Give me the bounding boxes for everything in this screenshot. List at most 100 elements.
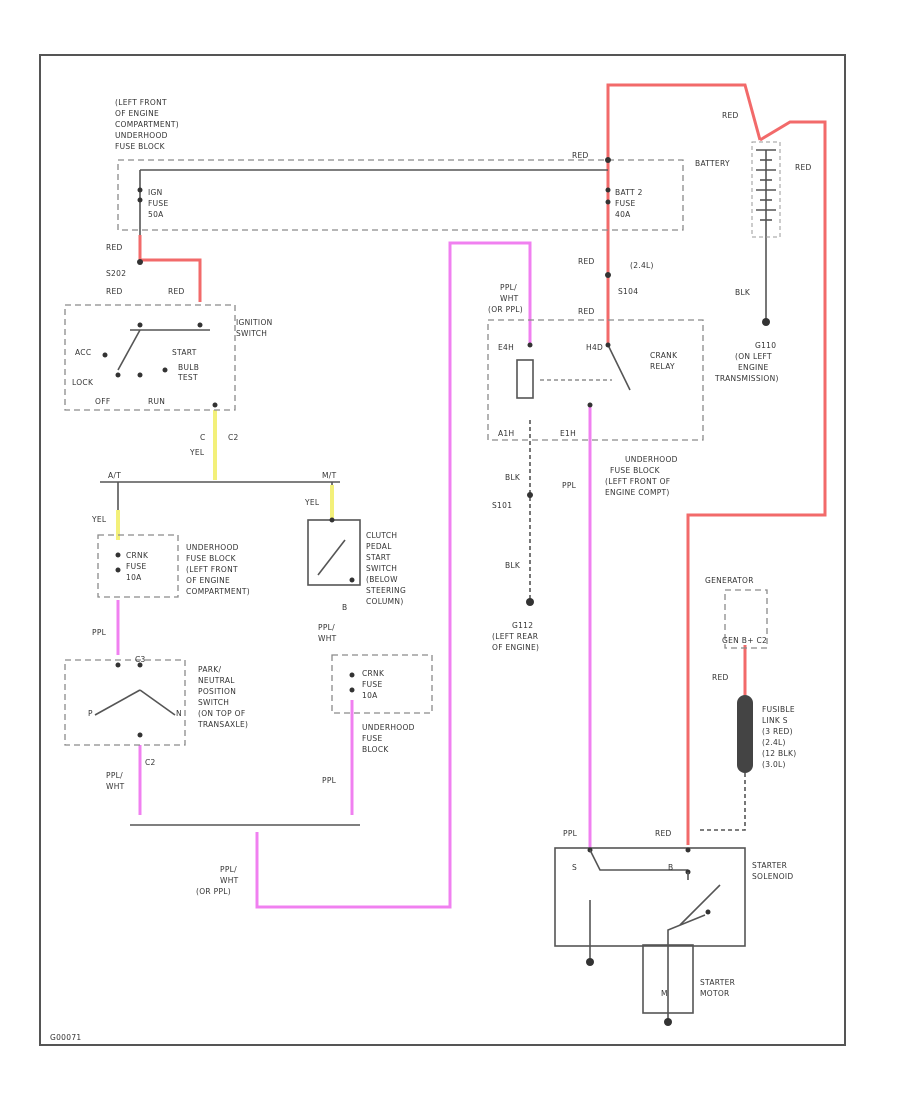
- label-ign-fuse-1: IGN: [148, 188, 163, 197]
- label-s101: S101: [492, 501, 512, 510]
- crank-fuse-box-mid: [331, 654, 433, 714]
- label-pnp-2: NEUTRAL: [198, 676, 235, 685]
- label-ufb-left-4: OF ENGINE: [186, 576, 230, 585]
- crank-fuse-box-left: [97, 534, 179, 598]
- pnp-switch-symbol: [94, 662, 176, 738]
- label-g112-2: (LEFT REAR: [492, 632, 538, 641]
- diagram-frame: [39, 54, 846, 1046]
- ignition-switch-box: [64, 304, 236, 411]
- label-c2-left: C2: [228, 433, 239, 442]
- label-ignition-switch-2: SWITCH: [236, 329, 267, 338]
- label-crank-fuse-2b: FUSE: [362, 680, 383, 689]
- starter-solenoid-symbol: [587, 847, 721, 945]
- label-fusible-1: FUSIBLE: [762, 705, 795, 714]
- label-batt-fuse-1: BATT 2: [615, 188, 643, 197]
- label-mt: M/T: [322, 471, 337, 480]
- label-c3: C3: [135, 655, 146, 664]
- label-relay-pin-3: A1H: [498, 429, 514, 438]
- label-ppl-wht-clutch-1: PPL/: [318, 623, 335, 632]
- label-p-pos: P: [88, 709, 93, 718]
- generator-box: [724, 589, 768, 649]
- label-clutch-7: COLUMN): [366, 597, 404, 606]
- label-g112-1: G112: [512, 621, 533, 630]
- label-fuse-block-1: (LEFT FRONT: [115, 98, 167, 107]
- crank-relay-symbol: [516, 342, 631, 408]
- label-pnp-4: SWITCH: [198, 698, 229, 707]
- label-n-pos: N: [176, 709, 182, 718]
- label-clutch-2: PEDAL: [366, 542, 392, 551]
- label-clutch-4: SWITCH: [366, 564, 397, 573]
- label-crank-fuse-1c: 10A: [126, 573, 142, 582]
- label-g110-4: TRANSMISSION): [714, 374, 779, 383]
- underhood-fuse-block-top: [117, 159, 684, 231]
- label-ignition-switch-1: IGNITION: [236, 318, 273, 327]
- label-red-top: RED: [722, 111, 739, 120]
- label-ppl-wht-bottom-3: (OR PPL): [196, 887, 231, 896]
- label-run: RUN: [148, 397, 165, 406]
- label-pnp-3: POSITION: [198, 687, 236, 696]
- label-red-solenoid: RED: [655, 829, 672, 838]
- label-pnp-6: TRANSAXLE): [197, 720, 248, 729]
- label-clutch-6: STEERING: [366, 586, 406, 595]
- label-generator: GENERATOR: [705, 576, 754, 585]
- starter-solenoid-box: [554, 847, 746, 947]
- label-gen-pin: GEN B+ C2: [722, 636, 767, 645]
- label-red-gen: RED: [712, 673, 729, 682]
- label-starter-solenoid-1: STARTER: [752, 861, 787, 870]
- label-red-batt-left: RED: [572, 151, 589, 160]
- label-g110-2: (ON LEFT: [735, 352, 772, 361]
- label-red-splice: RED: [106, 243, 123, 252]
- label-crank-fuse-1a: CRNK: [126, 551, 149, 560]
- fusible-to-solenoid-wire: [700, 710, 746, 831]
- label-acc: ACC: [75, 348, 91, 357]
- label-pnp-1: PARK/: [198, 665, 222, 674]
- ppl-wire-to-relay: [255, 241, 532, 909]
- label-red-ign-right: RED: [168, 287, 185, 296]
- label-ppl-wht-pnp-1: PPL/: [106, 771, 123, 780]
- label-red-ign-left: RED: [106, 287, 123, 296]
- label-ufb-mid-1: UNDERHOOD: [362, 723, 415, 732]
- label-g112-3: OF ENGINE): [492, 643, 539, 652]
- label-yel-at: YEL: [91, 515, 107, 524]
- label-pnp-5: (ON TOP OF: [198, 709, 245, 718]
- label-ufb-left-1: UNDERHOOD: [186, 543, 239, 552]
- label-fusible-6: (3.0L): [762, 760, 786, 769]
- label-ppl-wht-bottom-2: WHT: [220, 876, 239, 885]
- label-off: OFF: [95, 397, 110, 406]
- label-ppl-wht-relay-1: PPL/: [500, 283, 517, 292]
- label-fuse-block-4: UNDERHOOD: [115, 131, 168, 140]
- label-crank-fuse-2c: 10A: [362, 691, 378, 700]
- label-s202: S202: [106, 269, 126, 278]
- label-fusible-5: (12 BLK): [762, 749, 796, 758]
- label-red-batt-right: RED: [795, 163, 812, 172]
- label-ufb-left-5: COMPARTMENT): [186, 587, 250, 596]
- label-ppl-mid: PPL: [322, 776, 337, 785]
- label-crank-relay-2: RELAY: [650, 362, 675, 371]
- label-yel-mt: YEL: [304, 498, 320, 507]
- label-c-left: C: [200, 433, 206, 442]
- label-ppl-relay-out: PPL: [562, 481, 577, 490]
- label-starter-solenoid-2: SOLENOID: [752, 872, 793, 881]
- label-at: A/T: [108, 471, 121, 480]
- red-wire-battery-top: [606, 83, 762, 160]
- label-fuse-block-5: FUSE BLOCK: [115, 142, 166, 151]
- red-wire-ignition-feed: [140, 258, 202, 302]
- label-fuse-block-3: COMPARTMENT): [115, 120, 179, 129]
- label-ppl-wht-relay-2: WHT: [500, 294, 519, 303]
- label-bulb-test-1: BULB: [178, 363, 199, 372]
- crank-relay-box: [487, 319, 704, 441]
- label-b-pin: B: [668, 863, 673, 872]
- label-relay-pin-2: H4D: [586, 343, 603, 352]
- clutch-switch-contact: [317, 539, 346, 576]
- label-ufb-right-2: FUSE BLOCK: [610, 466, 661, 475]
- label-ufb-right-4: ENGINE COMPT): [605, 488, 670, 497]
- label-s-pin: S: [572, 863, 577, 872]
- label-ufb-mid-2: FUSE: [362, 734, 383, 743]
- label-ign-fuse-3: 50A: [148, 210, 164, 219]
- label-start: START: [172, 348, 197, 357]
- label-b-clutch: B: [342, 603, 347, 612]
- label-c2-pnp: C2: [145, 758, 156, 767]
- label-blk-batt: BLK: [735, 288, 751, 297]
- battery-symbol: [751, 141, 781, 238]
- label-starter-motor-2: MOTOR: [700, 989, 730, 998]
